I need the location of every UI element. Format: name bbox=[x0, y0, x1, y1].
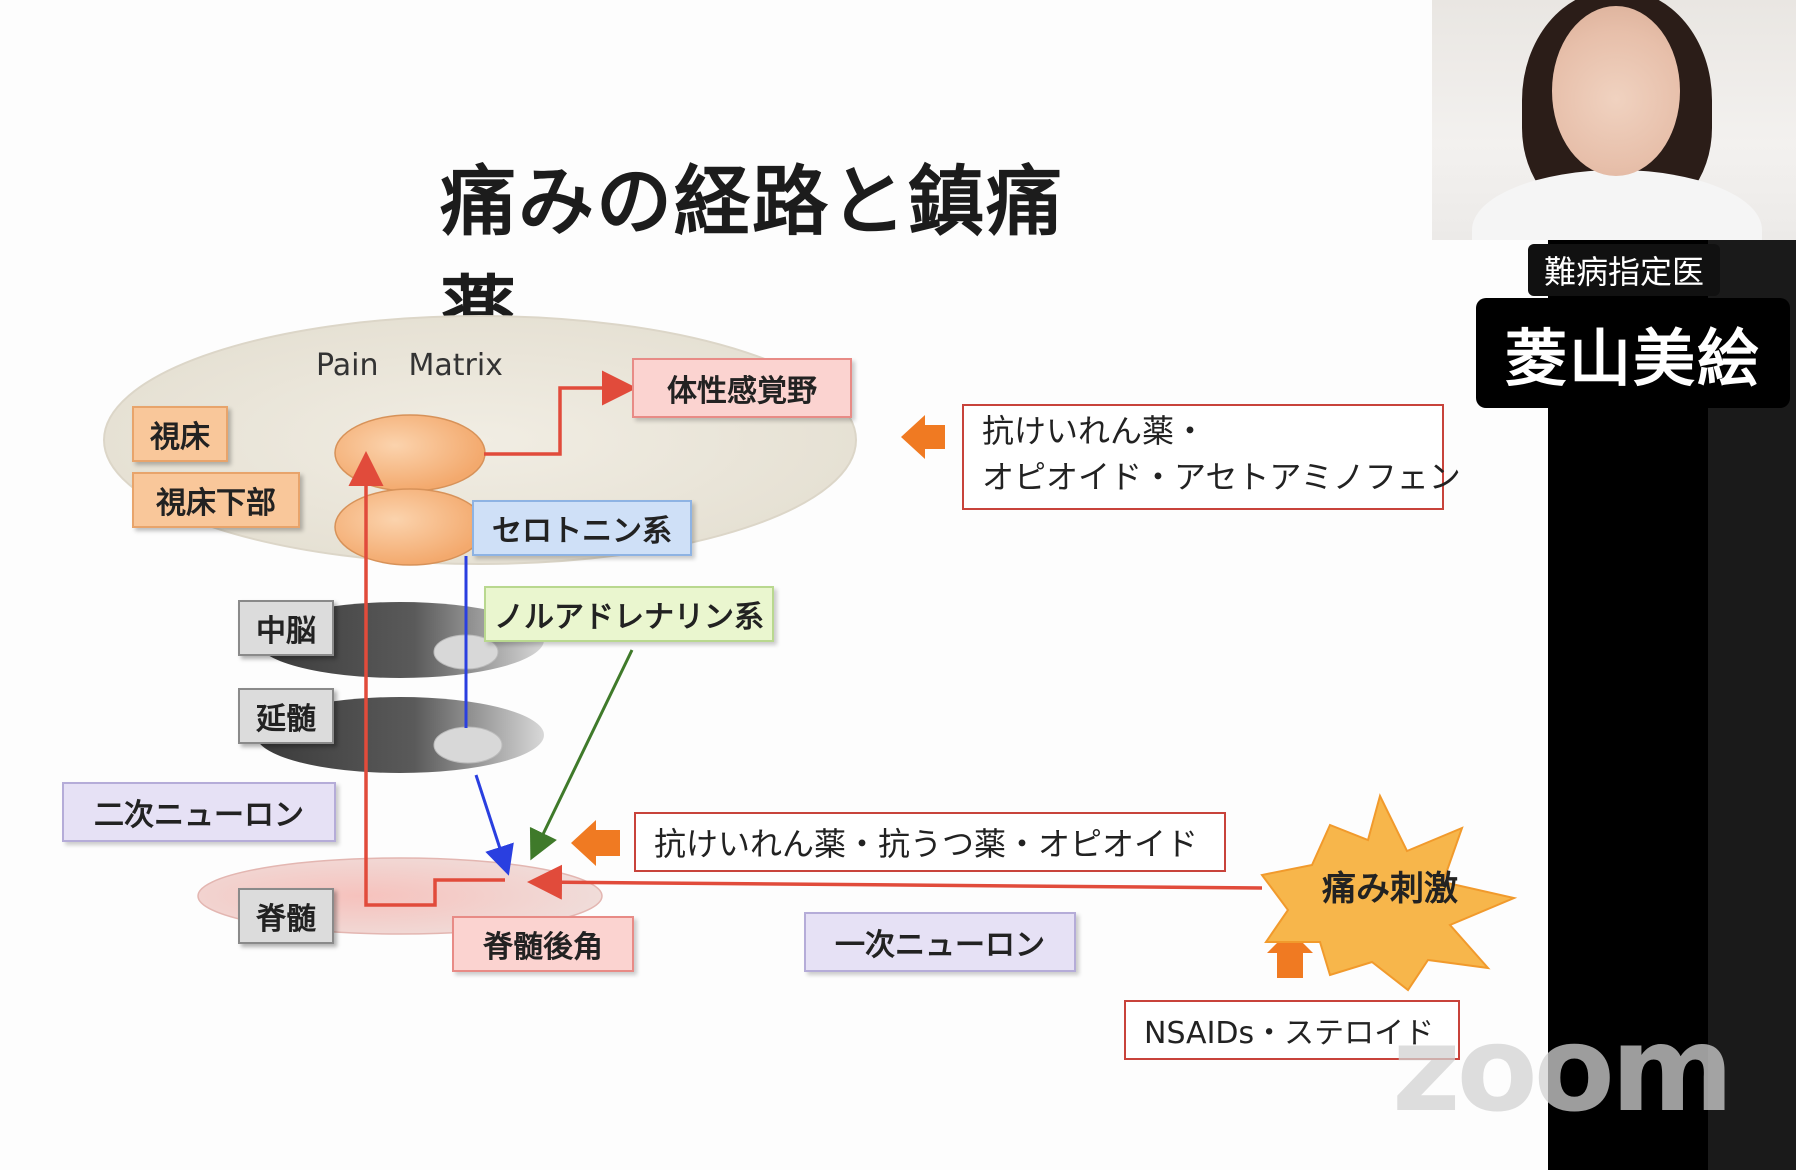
serotonin-system-label: セロトニン系 bbox=[472, 500, 692, 556]
brain-drugs-line-2: オピオイド・アセトアミノフェン bbox=[982, 458, 1461, 496]
speaker-shoulders bbox=[1472, 170, 1762, 240]
speaker-role-label: 難病指定医 bbox=[1528, 244, 1720, 296]
noradrenaline-system-label: ノルアドレナリン系 bbox=[484, 586, 774, 642]
spinal-drugs-box: 抗けいれん薬・抗うつ薬・オピオイド bbox=[634, 812, 1226, 872]
brain-drug-arrow-icon bbox=[901, 415, 945, 459]
speaker-video[interactable] bbox=[1432, 0, 1796, 240]
medulla-nucleus bbox=[433, 726, 503, 764]
thalamus-label: 視床 bbox=[132, 406, 228, 462]
spinal-drug-arrow-icon bbox=[571, 820, 620, 866]
thalamus-to-cortex-arrow bbox=[484, 370, 637, 456]
peripheral-drugs-box: NSAIDs・ステロイド bbox=[1124, 1000, 1460, 1060]
pain-stimulus-label: 痛み刺激 bbox=[1322, 868, 1458, 909]
primary-neuron-label: 一次ニューロン bbox=[804, 912, 1076, 972]
hypothalamus-label: 視床下部 bbox=[132, 472, 300, 528]
thalamus-node-upper bbox=[334, 414, 486, 492]
zoom-watermark-logo: zoom bbox=[1392, 1000, 1734, 1138]
thalamus-node-lower bbox=[334, 488, 486, 566]
speaker-face bbox=[1552, 6, 1680, 176]
somatosensory-cortex-label: 体性感覚野 bbox=[632, 358, 852, 418]
serotonin-descending-arrow bbox=[474, 774, 514, 876]
midbrain-label: 中脳 bbox=[238, 600, 334, 656]
speaker-name-label: 菱山美絵 bbox=[1476, 298, 1790, 408]
slide-title: 痛みの経路と鎮痛薬 bbox=[440, 157, 1064, 356]
dorsal-horn-label: 脊髄後角 bbox=[452, 916, 634, 972]
ascending-pathway-arrow bbox=[348, 451, 505, 907]
secondary-neuron-label: 二次ニューロン bbox=[62, 782, 336, 842]
brain-drugs-line-1: 抗けいれん薬・ bbox=[982, 412, 1207, 450]
spinal-cord-label: 脊髄 bbox=[238, 888, 334, 944]
brain-drugs-box: 抗けいれん薬・ オピオイド・アセトアミノフェン bbox=[962, 404, 1461, 510]
primary-neuron-arrow bbox=[527, 864, 1263, 900]
pain-stimulus-burst-icon bbox=[1260, 793, 1518, 992]
pain-matrix-label: Pain Matrix bbox=[316, 348, 503, 383]
noradrenaline-descending-arrow bbox=[529, 649, 634, 861]
medulla-label: 延髄 bbox=[238, 688, 334, 744]
